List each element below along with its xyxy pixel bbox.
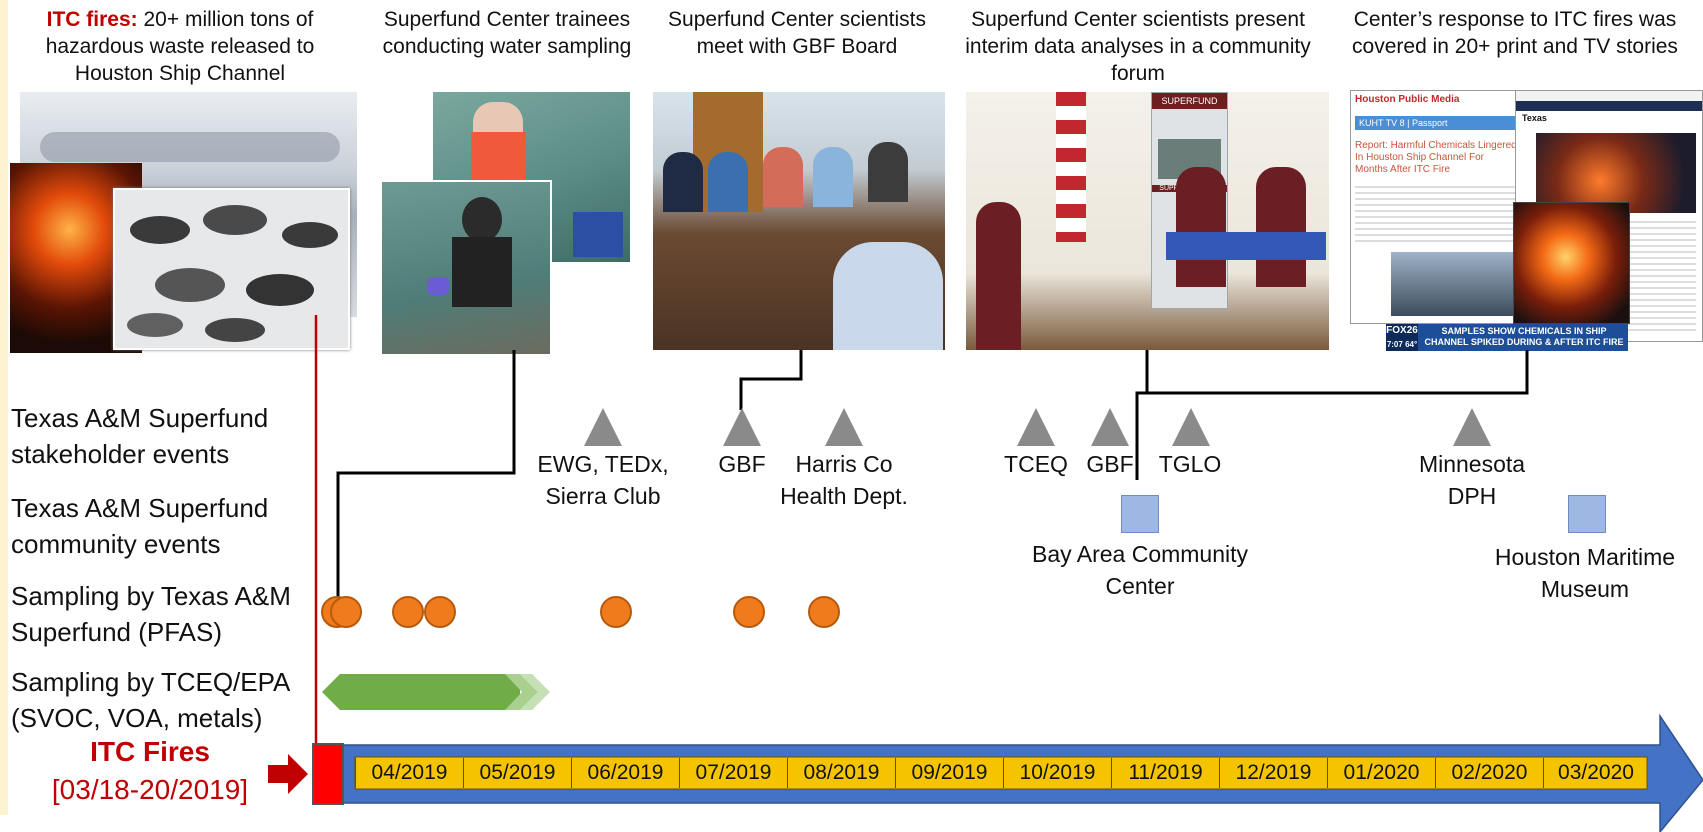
photo-sampling-front — [380, 180, 552, 356]
caption-itc-lead: ITC fires: — [46, 8, 138, 31]
pfas-sample-dot — [424, 596, 456, 628]
tv-time: 7:07 — [1386, 340, 1403, 349]
itc-fire-marker — [312, 743, 344, 805]
itc-fires-dates: [03/18-20/2019] — [51, 774, 249, 805]
tv-ticker: FOX26 7:07 64° SAMPLES SHOW CHEMICALS IN… — [1386, 324, 1628, 351]
stakeholder-marker-ewg — [584, 408, 622, 446]
timeline-month-0: 04/2019 — [355, 758, 463, 788]
news-clipping-fire-photo — [1513, 202, 1630, 324]
caption-itc-fires: ITC fires: 20+ million tons of hazardous… — [20, 6, 340, 87]
news-headline: Report: Harmful Chemicals Lingered In Ho… — [1355, 140, 1517, 175]
community-marker-maritime — [1568, 495, 1606, 533]
tv-logo: FOX26 — [1386, 325, 1418, 336]
stakeholder-label-tglo: TGLO — [1158, 451, 1222, 477]
timeline-month-9: 01/2020 — [1327, 758, 1435, 788]
stakeholder-marker-tceq — [1017, 408, 1055, 446]
tanks-illustration — [115, 190, 348, 348]
timeline-month-11: 03/2020 — [1543, 758, 1648, 788]
connector-gbf — [739, 350, 803, 410]
photo-community-forum: SUPERFUND SUPPORT CORES — [966, 92, 1329, 350]
news-outlet-name: Houston Public Media — [1355, 94, 1460, 105]
tceq-sampling-arrow — [322, 674, 550, 710]
stakeholder-marker-harris — [825, 408, 863, 446]
caption-gbf-board: Superfund Center scientists meet with GB… — [668, 8, 926, 58]
caption-itc-text: 20+ million tons of hazardous waste rele… — [45, 8, 315, 85]
itc-pointer-arrow — [268, 754, 308, 794]
caption-media-coverage: Center’s response to ITC fires was cover… — [1352, 8, 1678, 58]
community-label-bay-area: Bay Area Community Center — [1031, 541, 1249, 599]
stakeholder-marker-gbf-2 — [1091, 408, 1129, 446]
timeline-month-1: 05/2019 — [463, 758, 571, 788]
stakeholder-label-ewg: EWG, TEDx, Sierra Club — [537, 451, 669, 509]
timeline-month-8: 12/2019 — [1219, 758, 1327, 788]
pfas-sample-dot — [733, 596, 765, 628]
news-clipping-houston-public-media: Houston Public Media KUHT TV 8 | Passpor… — [1350, 90, 1522, 324]
row-label-community: Texas A&M Superfund community events — [11, 493, 269, 559]
left-accent-bar — [0, 0, 8, 815]
stakeholder-label-gbf-1: GBF — [718, 451, 766, 477]
connector-media — [1140, 350, 1529, 395]
photo-itc-tanks — [113, 188, 350, 350]
stakeholder-marker-tglo — [1172, 408, 1210, 446]
community-label-maritime: Houston Maritime Museum — [1494, 544, 1676, 602]
row-label-stakeholder: Texas A&M Superfund stakeholder events — [11, 403, 269, 469]
photo-gbf-meeting — [653, 92, 945, 350]
timeline-month-6: 10/2019 — [1003, 758, 1111, 788]
pfas-sample-dot — [330, 596, 362, 628]
timeline-month-5: 09/2019 — [895, 758, 1003, 788]
timeline-month-strip — [354, 756, 1648, 790]
row-label-pfas: Sampling by Texas A&M Superfund (PFAS) — [11, 581, 291, 647]
row-label-tceq: Sampling by TCEQ/EPA (SVOC, VOA, metals) — [11, 667, 289, 733]
pfas-sample-dot — [600, 596, 632, 628]
stakeholder-marker-gbf-1 — [723, 408, 761, 446]
timeline-month-7: 11/2019 — [1111, 758, 1219, 788]
banner-text: SUPERFUND — [1152, 93, 1227, 109]
stakeholder-label-minnesota: Minnesota DPH — [1418, 451, 1526, 509]
timeline-month-2: 06/2019 — [571, 758, 679, 788]
connector-sampling — [336, 350, 516, 603]
stakeholder-marker-minnesota — [1453, 408, 1491, 446]
pfas-sample-dot — [392, 596, 424, 628]
stakeholder-label-gbf-2: GBF — [1086, 451, 1134, 477]
stakeholder-label-harris: Harris Co Health Dept. — [780, 451, 908, 509]
tv-temp: 64° — [1405, 340, 1418, 349]
itc-fires-title: ITC Fires — [90, 736, 210, 767]
caption-community-forum: Superfund Center scientists present inte… — [965, 8, 1311, 85]
timeline-month-3: 07/2019 — [679, 758, 787, 788]
community-marker-bay-area — [1121, 495, 1159, 533]
pfas-sample-dot — [808, 596, 840, 628]
paper-section: Texas — [1522, 113, 1547, 123]
kuht-banner: KUHT TV 8 | Passport — [1355, 116, 1517, 130]
caption-water-sampling: Superfund Center trainees conducting wat… — [382, 8, 632, 58]
timeline-month-4: 08/2019 — [787, 758, 895, 788]
tv-ticker-text: SAMPLES SHOW CHEMICALS IN SHIP CHANNEL S… — [1424, 326, 1624, 347]
timeline-month-10: 02/2020 — [1435, 758, 1543, 788]
stakeholder-label-tceq: TCEQ — [1004, 451, 1068, 477]
